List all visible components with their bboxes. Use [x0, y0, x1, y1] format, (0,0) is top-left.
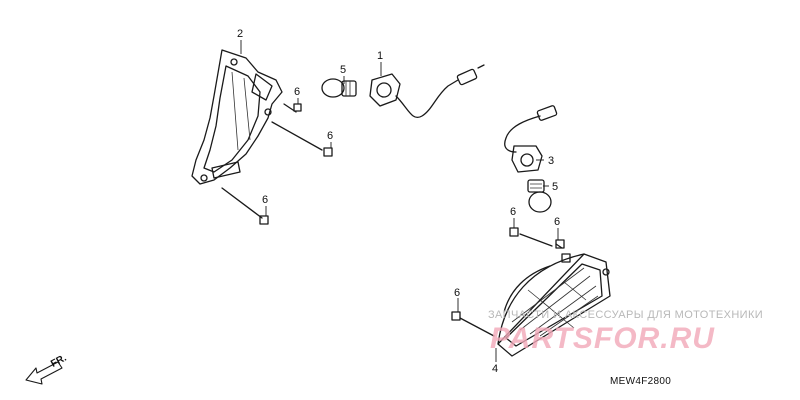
turn-signal-bulb-part	[527, 179, 552, 213]
screw-part	[271, 121, 333, 157]
screw-part	[283, 103, 302, 113]
screw-part	[555, 239, 565, 249]
screw-part	[509, 227, 553, 247]
callout-6-screw: 6	[454, 287, 460, 299]
front-direction-arrow-icon	[25, 361, 63, 385]
callout-6-screw: 6	[554, 216, 560, 228]
front-direction-label: FR.	[49, 353, 69, 370]
callout-6-screw: 6	[327, 130, 333, 142]
callout-5-turn-signal-bulb: 5	[552, 181, 558, 193]
callout-1: 1	[377, 50, 383, 62]
headlight-bulb-part	[321, 78, 357, 98]
headlight-housing-part	[191, 49, 283, 185]
callout-3: 3	[548, 155, 554, 167]
screw-part	[221, 187, 269, 225]
watermark-tagline: ЗАПЧАСТИ И АКСЕССУАРЫ ДЛЯ МОТОТЕХНИКИ	[488, 309, 763, 321]
screw-part	[451, 311, 495, 337]
turn-signal-socket-harness-part	[504, 105, 558, 173]
callout-6-screw: 6	[262, 194, 268, 206]
turn-signal-lens-part	[497, 253, 611, 357]
callout-4: 4	[492, 363, 498, 375]
callout-2: 2	[237, 28, 243, 40]
callout-6-screw: 6	[510, 206, 516, 218]
watermark-logo: PARTSFOR.RU	[490, 322, 715, 355]
callout-6-screw: 6	[294, 86, 300, 98]
callout-5-headlight-bulb: 5	[340, 64, 346, 76]
diagram-code: MEW4F2800	[610, 376, 671, 387]
leader-lines	[240, 40, 559, 362]
headlight-socket-harness-part	[369, 64, 485, 119]
